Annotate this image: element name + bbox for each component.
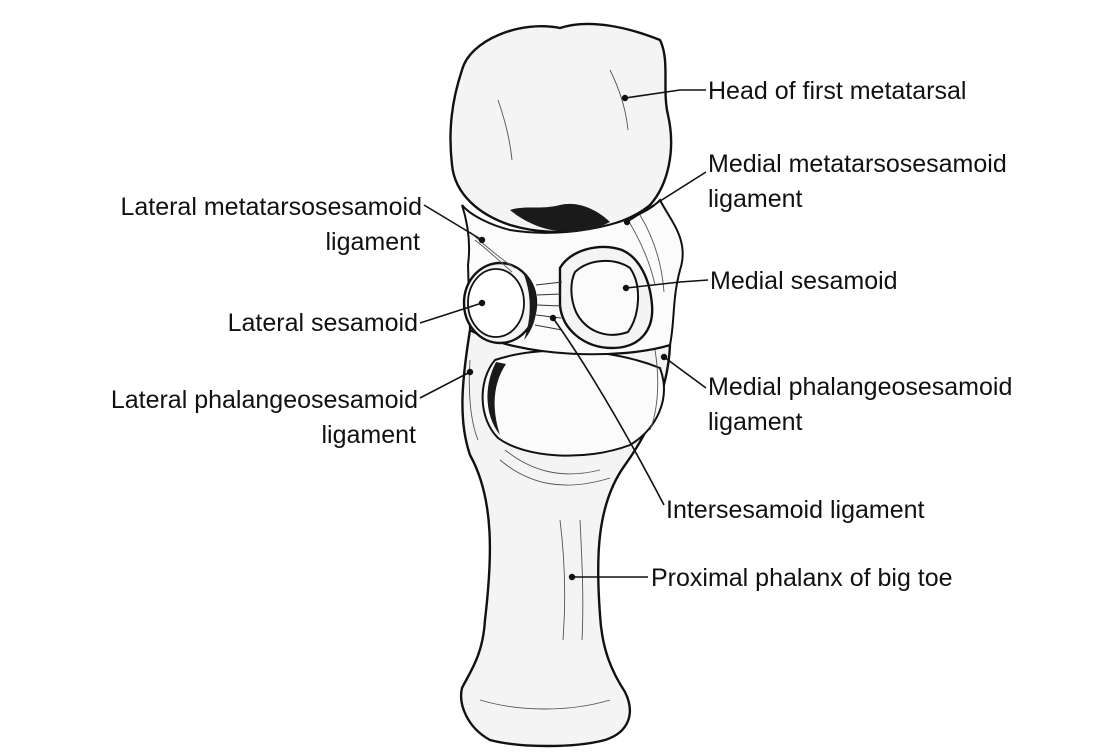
label-medial-phalangeosesamoid-line1: Medial phalangeosesamoid xyxy=(708,373,1012,401)
label-lateral-sesamoid: Lateral sesamoid xyxy=(228,309,418,337)
label-lateral-phalangeosesamoid-line2: ligament xyxy=(322,421,417,449)
label-head-first-metatarsal: Head of first metatarsal xyxy=(708,77,966,105)
label-proximal-phalanx: Proximal phalanx of big toe xyxy=(651,564,953,592)
label-medial-metatarsosesamoid-line2: ligament xyxy=(708,185,803,213)
metatarsal-head xyxy=(450,24,671,232)
phalanx-base xyxy=(483,351,664,456)
label-medial-phalangeosesamoid-line2: ligament xyxy=(708,408,803,436)
label-intersesamoid-ligament: Intersesamoid ligament xyxy=(666,496,925,524)
bone-illustration xyxy=(450,24,682,746)
label-medial-metatarsosesamoid-line1: Medial metatarsosesamoid xyxy=(708,150,1007,178)
label-lateral-metatarsosesamoid-line1: Lateral metatarsosesamoid xyxy=(120,193,422,221)
label-lateral-phalangeosesamoid-line1: Lateral phalangeosesamoid xyxy=(111,386,418,414)
label-medial-sesamoid: Medial sesamoid xyxy=(710,267,898,295)
label-lateral-metatarsosesamoid-line2: ligament xyxy=(326,228,421,256)
